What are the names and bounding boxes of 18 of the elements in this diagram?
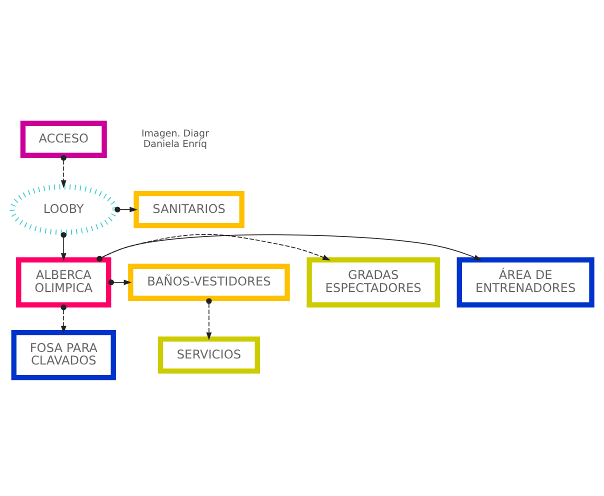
node-box: GRADAS ESPECTADORES: [306, 256, 440, 307]
node-box: BAÑOS-VESTIDORES: [128, 263, 290, 300]
node-box: ALBERCA OLIMPICA: [16, 256, 112, 307]
label: Imagen. Diagr Daniela Enríq: [141, 128, 209, 150]
arrow: [60, 304, 66, 334]
arrow: [60, 154, 66, 188]
arrow: [114, 206, 138, 212]
arrow: [60, 232, 66, 260]
node-box: FOSA PARA CLAVADOS: [11, 329, 116, 380]
arrow: [206, 298, 212, 340]
arrow: [96, 234, 330, 262]
node-box: SANITARIOS: [134, 190, 244, 228]
arrow: [108, 279, 132, 285]
node-ellipse: LOOBY: [10, 184, 118, 234]
node-box: ÁREA DE ENTRENADORES: [456, 256, 594, 307]
arrow: [96, 234, 482, 262]
node-box: ACCESO: [20, 120, 107, 158]
node-box: SERVICIOS: [158, 336, 260, 374]
